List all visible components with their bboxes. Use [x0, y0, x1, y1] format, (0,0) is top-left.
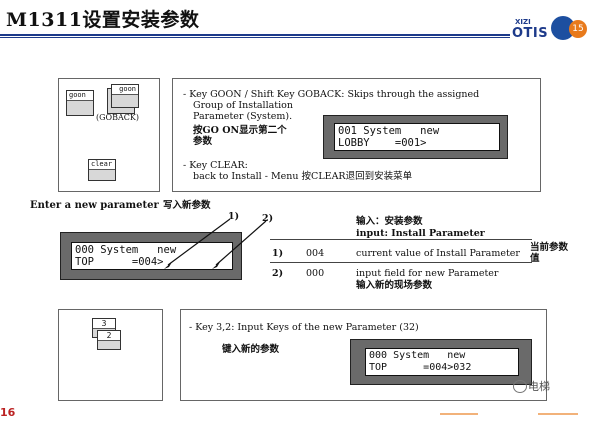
- key-2[interactable]: 2: [97, 330, 121, 350]
- table-row-1-value: 004: [306, 248, 325, 259]
- clear-key[interactable]: clear: [88, 159, 116, 181]
- lcd-row-2: TOP =004>: [75, 256, 177, 268]
- callout-arrow-2: [215, 220, 267, 266]
- title-rule-thin: [0, 37, 510, 38]
- footer-accent-2: [538, 413, 578, 415]
- title-rule: [0, 34, 510, 36]
- input-label-cn: 输入：安装参数: [356, 216, 423, 227]
- logo-otis-text: OTIS: [512, 26, 549, 41]
- enter-parameter-heading: Enter a new parameter: [30, 200, 159, 211]
- table-row-1-desc: current value of Install Parameter: [356, 248, 520, 259]
- footer-accent-1: [440, 413, 478, 415]
- callout-arrow-1: [167, 218, 231, 266]
- callout-arrows: [164, 218, 267, 269]
- lcd-row-1: 000 System new: [369, 350, 466, 361]
- goon-key[interactable]: goon: [66, 90, 94, 116]
- table-row-2-cn: 输入新的现场参数: [356, 280, 433, 291]
- table-row-2-num: 2): [272, 268, 284, 279]
- goon-description-line3: Parameter (System).: [193, 111, 293, 122]
- callout-1-label: 1): [228, 211, 240, 222]
- table-row-2-desc: input field for new Parameter: [356, 268, 499, 279]
- goon-cn-note: 按GO ON显示第二个: [193, 125, 287, 136]
- logo-xizi-text: XIZI: [515, 18, 531, 26]
- goback-key-label: goon: [112, 85, 138, 95]
- input-label-en: input: Install Parameter: [356, 228, 485, 239]
- input-keys-description: - Key 3,2: Input Keys of the new Paramet…: [189, 322, 419, 333]
- table-row-1-num: 1): [272, 248, 284, 259]
- clear-key-label: clear: [89, 160, 115, 170]
- input-keys-cn-note: 键入新的参数: [222, 344, 280, 355]
- key-3-label: 3: [93, 319, 115, 329]
- goon-description-line1: - Key GOON / Shift Key GOBACK: Skips thr…: [183, 89, 480, 100]
- goon-key-label: goon: [67, 91, 93, 101]
- callout-arrowhead-2: [212, 262, 220, 269]
- lcd-row-1: 000 System new: [75, 244, 177, 256]
- logo-anniversary-badge: 15: [569, 20, 587, 38]
- table-row-2-value: 000: [306, 268, 325, 279]
- watermark-text: 电梯: [528, 380, 550, 393]
- table-row-1-cn: 当前参数值: [530, 242, 569, 264]
- callout-2-label: 2): [262, 213, 274, 224]
- page-number: 16: [0, 406, 16, 419]
- lcd-row-2: LOBBY =001>: [338, 137, 440, 149]
- table-mid-rule: [270, 262, 532, 263]
- goback-key[interactable]: goon: [111, 84, 139, 108]
- lcd-row-1: 001 System new: [338, 125, 440, 137]
- goon-description-line2: Group of Installation: [193, 100, 293, 111]
- table-top-rule: [270, 239, 532, 240]
- goback-label: (GOBACK): [96, 113, 139, 122]
- page-title: M1311设置安装参数: [6, 9, 200, 31]
- enter-parameter-heading-cn: 写入新参数: [163, 200, 211, 211]
- clear-description-line2: back to Install - Menu 按CLEAR退回到安装菜单: [193, 171, 413, 182]
- key-2-label: 2: [98, 331, 120, 341]
- clear-description-line1: - Key CLEAR:: [183, 160, 248, 171]
- goon-cn-note-2: 参数: [193, 136, 213, 147]
- callout-arrowhead-1: [164, 262, 172, 269]
- wechat-icon: [513, 380, 527, 393]
- lcd-row-2: TOP =004>032: [369, 362, 472, 373]
